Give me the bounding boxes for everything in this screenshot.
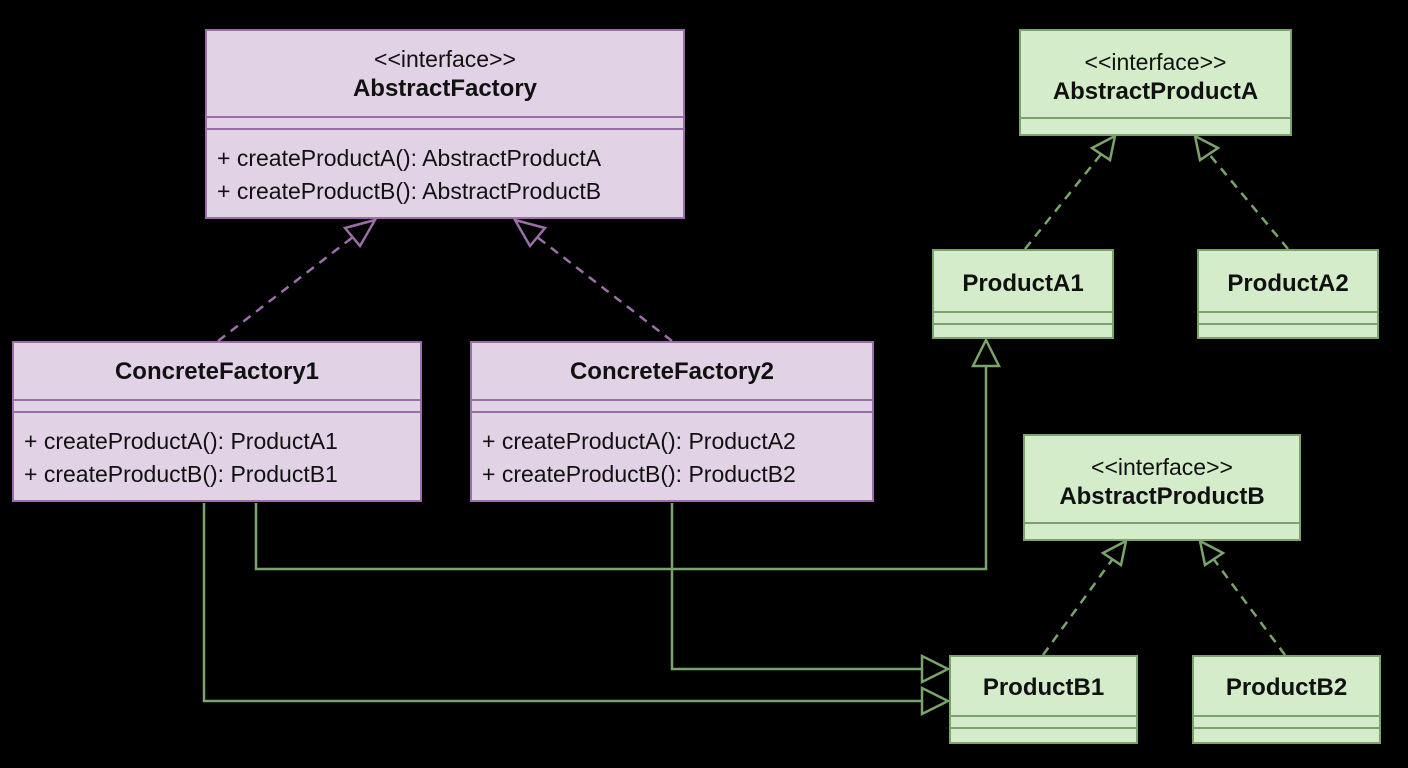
hollow-arrowhead [1100, 538, 1128, 568]
open-arrowhead [920, 653, 951, 685]
operation: + createProductB(): ProductB2 [482, 461, 796, 487]
operation: + createProductA(): ProductA1 [24, 428, 338, 454]
divider [934, 323, 1112, 325]
realization-cf1-af [217, 229, 363, 342]
product-a1-class[interactable]: ProductA1 [932, 249, 1114, 339]
realization-pa2-apa [1203, 147, 1289, 250]
operations: + createProductA(): ProductA1 + createPr… [24, 425, 338, 491]
hollow-arrowhead [342, 218, 378, 249]
abstract-product-b-class[interactable]: <<interface>> AbstractProductB [1023, 434, 1301, 541]
operations: + createProductA(): ProductA2 + createPr… [482, 425, 796, 491]
divider [1025, 522, 1299, 524]
class-name: AbstractProductB [1059, 483, 1265, 510]
concrete-factory-1-class[interactable]: ConcreteFactory1 + createProductA(): Pro… [12, 341, 422, 502]
divider [14, 411, 420, 413]
class-name: ProductB1 [982, 674, 1105, 701]
concrete-factory-2-class[interactable]: ConcreteFactory2 + createProductA(): Pro… [470, 341, 874, 502]
operation: + createProductA(): ProductA2 [482, 428, 796, 454]
divider [1021, 117, 1290, 119]
operation: + createProductB(): ProductB1 [24, 461, 338, 487]
class-name: ProductA1 [962, 270, 1084, 297]
realization-pb2-apb [1207, 552, 1287, 656]
divider [207, 116, 683, 118]
divider [1199, 323, 1377, 325]
divider [934, 311, 1112, 313]
divider [472, 399, 872, 401]
divider [1199, 311, 1377, 313]
abstract-factory-class[interactable]: <<interface>> AbstractFactory + createPr… [205, 29, 685, 219]
assoc-cf1-pb1 [202, 503, 925, 703]
divider [207, 128, 683, 130]
stereotype-label: <<interface>> [1091, 454, 1233, 480]
operations: + createProductA(): AbstractProductA + c… [217, 142, 601, 208]
divider [472, 411, 872, 413]
product-b1-class[interactable]: ProductB1 [949, 655, 1138, 744]
class-name: ConcreteFactory1 [114, 358, 320, 385]
operation: + createProductB(): AbstractProductB [217, 178, 602, 204]
abstract-product-a-class[interactable]: <<interface>> AbstractProductA [1019, 29, 1292, 136]
divider [1194, 727, 1379, 729]
hollow-arrowhead [1198, 538, 1226, 568]
realization-pb1-apb [1041, 552, 1119, 656]
hollow-arrowhead [1089, 133, 1117, 163]
hollow-arrowhead [512, 218, 548, 249]
divider [14, 399, 420, 401]
assoc-cf1-pa1 [254, 362, 988, 571]
stereotype-label: <<interface>> [1084, 49, 1227, 75]
product-b2-class[interactable]: ProductB2 [1192, 655, 1381, 744]
stereotype-label: <<interface>> [374, 46, 516, 72]
class-name: ConcreteFactory2 [569, 358, 775, 385]
class-name: AbstractProductA [1052, 78, 1259, 105]
product-a2-class[interactable]: ProductA2 [1197, 249, 1379, 339]
hollow-arrowhead [1193, 133, 1221, 163]
class-name: ProductB2 [1225, 674, 1348, 701]
assoc-cf2-pb1 [670, 503, 925, 671]
divider [951, 727, 1136, 729]
realization-cf2-af [527, 229, 673, 342]
open-arrowhead [970, 337, 1002, 368]
open-arrowhead [920, 685, 951, 717]
divider [1194, 715, 1379, 717]
operation: + createProductA(): AbstractProductA [217, 145, 602, 171]
realization-pa1-apa [1024, 147, 1107, 250]
divider [951, 715, 1136, 717]
class-name: AbstractFactory [352, 75, 538, 102]
class-name: ProductA2 [1227, 270, 1349, 297]
